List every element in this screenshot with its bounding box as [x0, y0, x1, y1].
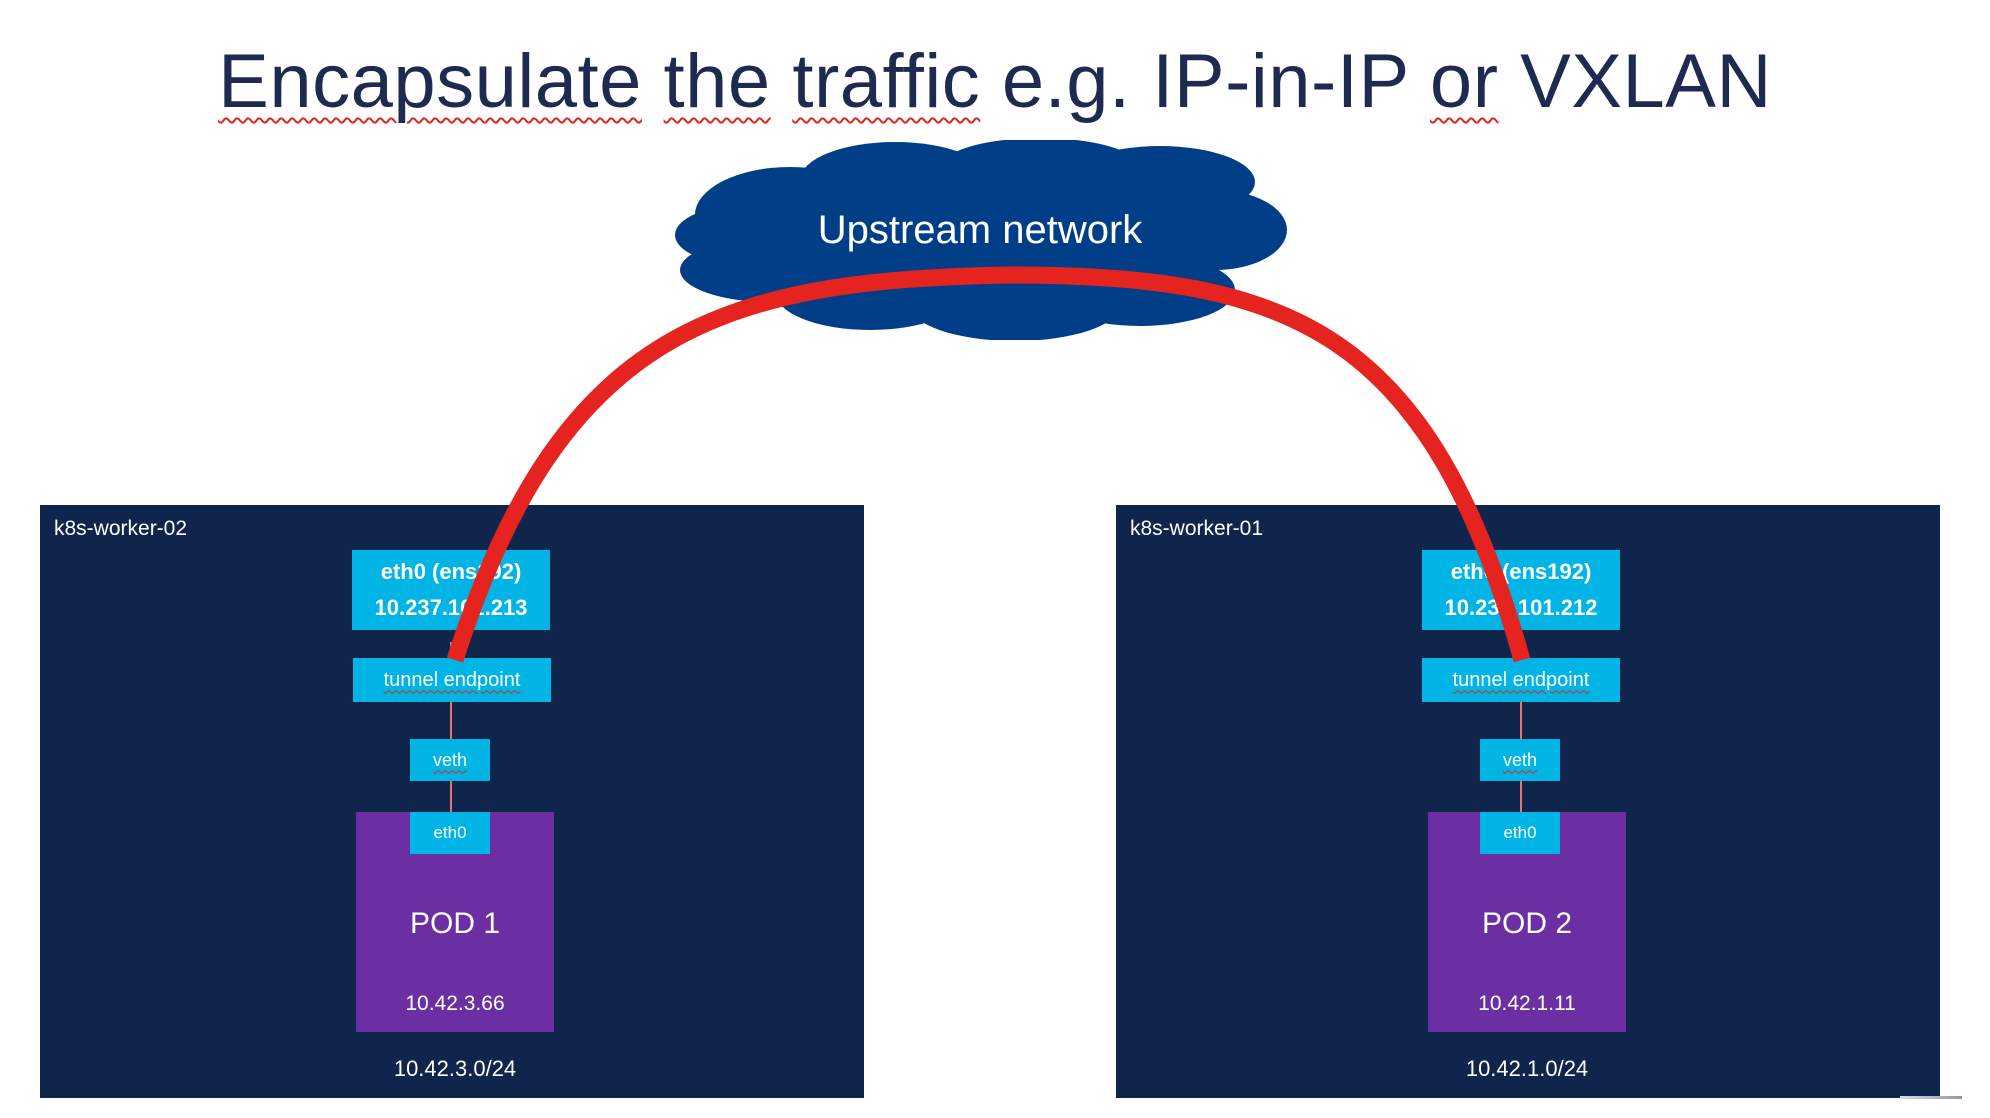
tunnel-endpoint: tunnel endpoint: [1422, 658, 1620, 702]
tunnel-endpoint-label: tunnel endpoint: [383, 668, 521, 691]
pod-1: POD 1 10.42.3.66: [356, 812, 554, 1032]
title-word-encapsulate: Encapsulate: [218, 39, 642, 124]
title-word-or: or: [1429, 39, 1499, 124]
pod-eth0-interface: eth0: [410, 812, 490, 854]
title-word-the: the: [663, 39, 771, 124]
pod-ip: 10.42.3.66: [405, 992, 505, 1015]
title-word-ipinip: IP-in-IP: [1152, 39, 1409, 124]
node-k8s-worker-01: k8s-worker-01 eth0 (ens192) 10.237.101.2…: [1116, 505, 1940, 1098]
pod-2: POD 2 10.42.1.11: [1428, 812, 1626, 1032]
slide-decoration: [1900, 1096, 1962, 1099]
link-line: [450, 642, 452, 926]
node-label: k8s-worker-02: [54, 517, 188, 540]
tunnel-endpoint-label: tunnel endpoint: [1452, 668, 1590, 691]
pod-name: POD 1: [409, 907, 501, 940]
slide-title: Encapsulate the traffic e.g. IP-in-IP or…: [0, 38, 1990, 125]
host-interface: eth0 (ens192) 10.237.101.212: [1422, 550, 1620, 630]
cloud-label: Upstream network: [817, 208, 1143, 252]
pod-name: POD 2: [1481, 907, 1573, 940]
tunnel-endpoint: tunnel endpoint: [353, 658, 551, 702]
node-label: k8s-worker-01: [1130, 517, 1264, 540]
pod-eth0-label: eth0: [1503, 823, 1537, 842]
title-word-traffic: traffic: [792, 39, 981, 124]
pod-ip: 10.42.1.11: [1478, 992, 1576, 1015]
node-subnet: 10.42.3.0/24: [393, 1056, 517, 1081]
node-k8s-worker-02: k8s-worker-02 eth0 (ens192) 10.237.101.2…: [40, 505, 864, 1098]
host-interface-name: eth0 (ens192): [380, 559, 522, 584]
pod-eth0-interface: eth0: [1480, 812, 1560, 854]
veth-label: veth: [432, 749, 468, 770]
host-interface-ip: 10.237.101.213: [374, 595, 528, 620]
host-interface: eth0 (ens192) 10.237.101.213: [352, 550, 550, 630]
veth-label: veth: [1502, 749, 1538, 770]
host-interface-name: eth0 (ens192): [1450, 559, 1592, 584]
title-word-vxlan: VXLAN: [1520, 39, 1772, 124]
veth-interface: veth: [1480, 739, 1560, 781]
pod-eth0-label: eth0: [433, 823, 467, 842]
title-word-eg: e.g.: [1001, 39, 1131, 124]
node-subnet: 10.42.1.0/24: [1465, 1056, 1589, 1081]
link-line: [1520, 642, 1522, 926]
veth-interface: veth: [410, 739, 490, 781]
host-interface-ip: 10.237.101.212: [1444, 595, 1598, 620]
